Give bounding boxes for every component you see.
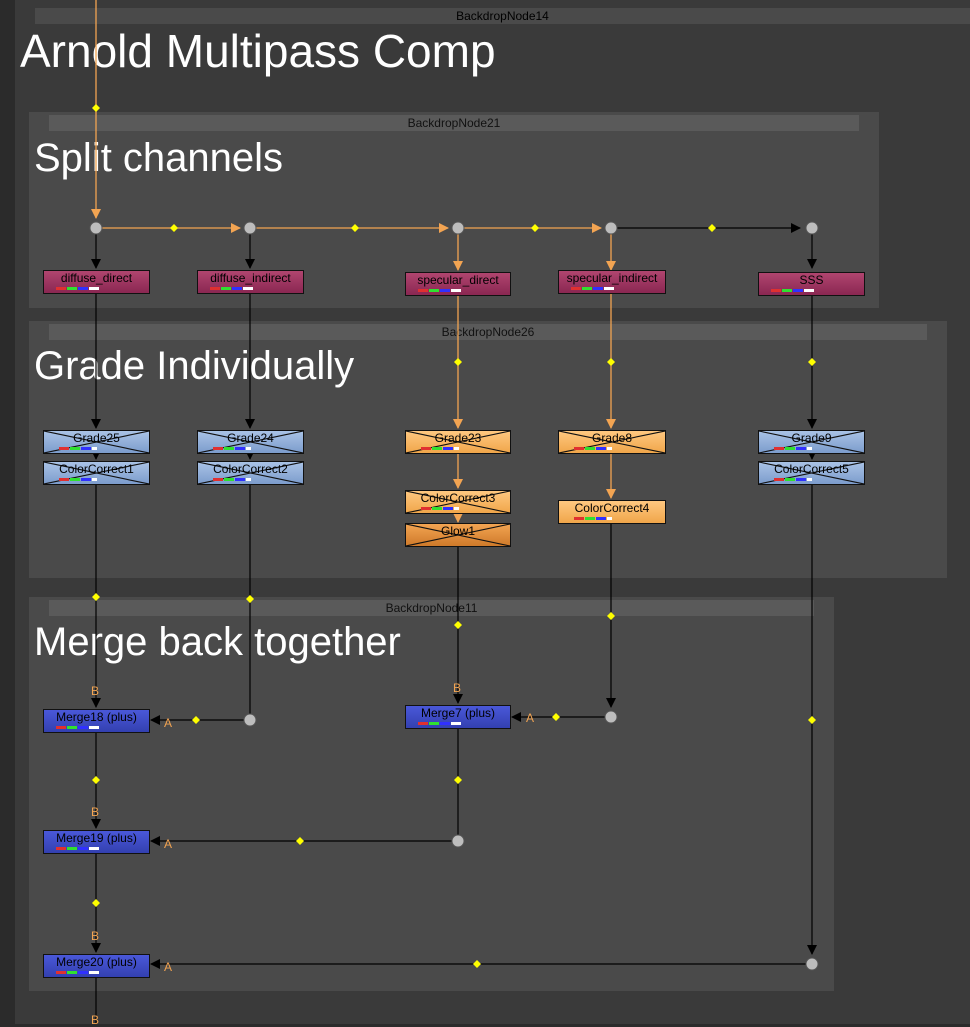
input-label-a: A bbox=[164, 716, 173, 730]
node-sss[interactable]: SSS bbox=[758, 272, 865, 296]
channel-indicator bbox=[563, 287, 623, 290]
backdrop-title: BackdropNode11 bbox=[49, 600, 814, 616]
input-label-b: B bbox=[91, 805, 100, 819]
channel-indicator bbox=[410, 507, 470, 510]
channel-indicator bbox=[763, 289, 823, 292]
node-merge18[interactable]: Merge18 (plus) bbox=[43, 709, 150, 733]
node-colorcorrect2[interactable]: ColorCorrect2 bbox=[197, 461, 304, 485]
input-label-b: B bbox=[453, 681, 462, 695]
backdrop-label-grade: Grade Individually bbox=[34, 344, 355, 388]
channel-indicator bbox=[563, 447, 623, 450]
input-label-b: B bbox=[91, 1013, 100, 1027]
input-label-b: B bbox=[91, 929, 100, 943]
dot-node bbox=[451, 834, 465, 848]
node-glow1[interactable]: Glow1 bbox=[405, 523, 511, 547]
channel-indicator bbox=[48, 447, 108, 450]
backdrop-title: BackdropNode14 bbox=[35, 8, 970, 24]
backdrop-title: BackdropNode26 bbox=[49, 324, 927, 340]
backdrop-label-arnold: Arnold Multipass Comp bbox=[20, 25, 496, 77]
node-grade9[interactable]: Grade9 bbox=[758, 430, 865, 454]
channel-indicator bbox=[763, 478, 823, 481]
backdrop-label-split: Split channels bbox=[34, 136, 284, 180]
dot-node bbox=[243, 713, 257, 727]
dot-node bbox=[805, 957, 819, 971]
node-merge20[interactable]: Merge20 (plus) bbox=[43, 954, 150, 978]
backdrop-title: BackdropNode21 bbox=[49, 115, 859, 131]
dot-node bbox=[604, 710, 618, 724]
dot-node bbox=[604, 221, 618, 235]
node-colorcorrect1[interactable]: ColorCorrect1 bbox=[43, 461, 150, 485]
channel-indicator bbox=[202, 447, 262, 450]
channel-indicator bbox=[410, 289, 470, 292]
node-specular-direct[interactable]: specular_direct bbox=[405, 272, 511, 296]
node-specular-indirect[interactable]: specular_indirect bbox=[558, 270, 666, 294]
channel-indicator bbox=[410, 722, 470, 725]
node-grade23[interactable]: Grade23 bbox=[405, 430, 511, 454]
node-colorcorrect5[interactable]: ColorCorrect5 bbox=[758, 461, 865, 485]
node-grade24[interactable]: Grade24 bbox=[197, 430, 304, 454]
dot-node bbox=[451, 221, 465, 235]
channel-indicator bbox=[48, 726, 108, 729]
disabled-cross-icon bbox=[406, 524, 510, 546]
channel-indicator bbox=[763, 447, 823, 450]
channel-indicator bbox=[202, 287, 262, 290]
node-merge7[interactable]: Merge7 (plus) bbox=[405, 705, 511, 729]
node-diffuse-direct[interactable]: diffuse_direct bbox=[43, 270, 150, 294]
dot-node bbox=[89, 221, 103, 235]
node-diffuse-indirect[interactable]: diffuse_indirect bbox=[197, 270, 304, 294]
input-label-a: A bbox=[164, 837, 173, 851]
channel-indicator bbox=[48, 847, 108, 850]
backdrop-merge-back[interactable]: BackdropNode11 bbox=[29, 597, 834, 991]
node-merge19[interactable]: Merge19 (plus) bbox=[43, 830, 150, 854]
channel-indicator bbox=[563, 517, 623, 520]
input-label-a: A bbox=[526, 711, 535, 725]
input-label-a: A bbox=[164, 960, 173, 974]
backdrop-label-merge: Merge back together bbox=[34, 620, 401, 664]
node-grade8[interactable]: Grade8 bbox=[558, 430, 666, 454]
channel-indicator bbox=[202, 478, 262, 481]
channel-indicator bbox=[48, 971, 108, 974]
input-label-b: B bbox=[91, 684, 100, 698]
dot-node bbox=[805, 221, 819, 235]
dot-node bbox=[243, 221, 257, 235]
node-colorcorrect4[interactable]: ColorCorrect4 bbox=[558, 500, 666, 524]
channel-indicator bbox=[48, 287, 108, 290]
node-grade25[interactable]: Grade25 bbox=[43, 430, 150, 454]
channel-indicator bbox=[410, 447, 470, 450]
node-colorcorrect3[interactable]: ColorCorrect3 bbox=[405, 490, 511, 514]
channel-indicator bbox=[48, 478, 108, 481]
